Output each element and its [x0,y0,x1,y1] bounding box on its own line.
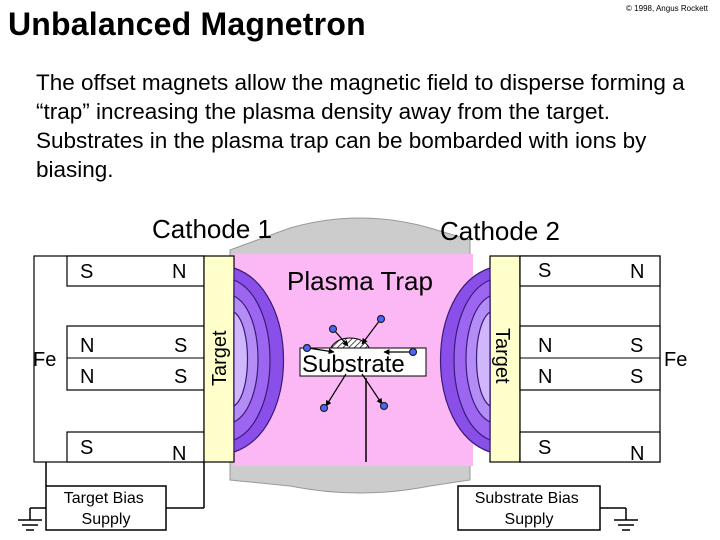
c1-pole-bottom-left: S [80,437,93,459]
c1-pole-mid-left-1: N [80,335,94,357]
copyright-notice: © 1998, Angus Rockett [626,4,708,13]
cathode2-label: Cathode 2 [440,216,560,246]
c1-pole-top-left: S [80,261,93,283]
cathode1-fe-label: Fe [33,349,56,371]
c1-pole-top-right: N [172,261,186,283]
c2-pole-bottom-right: N [630,443,644,465]
c1-pole-bottom-right: N [172,443,186,465]
cathode1-magnets [33,255,205,463]
description-text: The offset magnets allow the magnetic fi… [36,70,685,182]
cathode1-label: Cathode 1 [152,214,272,244]
target-bias-supply-box [45,485,167,531]
cathode1-target [203,255,235,463]
cathode2-target-label: Target [491,328,513,384]
c2-pole-mid-right-2: S [630,366,643,388]
slide-title: Unbalanced Magnetron [8,6,366,42]
c1-pole-mid-right-1: S [174,335,187,357]
target-bias-label: Target Bias Supply [64,490,149,528]
substrate-bias-supply-box [457,485,601,531]
cathode2-magnets [519,255,661,463]
c2-pole-top-left: S [538,260,551,282]
target-bias-circuit [18,462,205,531]
c2-pole-bottom-left: S [538,437,551,459]
plasma-trap-label: Plasma Trap [287,266,433,296]
c1-pole-mid-left-2: N [80,366,94,388]
c2-pole-mid-left-2: N [538,366,552,388]
c2-pole-mid-right-1: S [630,335,643,357]
substrate-bias-circuit [365,378,638,531]
cathode1-field-lines [233,267,284,453]
c1-pole-mid-right-2: S [174,366,187,388]
substrate-bias-label: Substrate Bias Supply [475,490,584,528]
cathode2-fe-label: Fe [664,349,687,371]
cathode2-field-lines [440,267,491,453]
substrate-label: Substrate [302,351,405,378]
cathode1-target-label: Target [209,330,231,386]
c2-pole-mid-left-1: N [538,335,552,357]
c2-pole-top-right: N [630,261,644,283]
